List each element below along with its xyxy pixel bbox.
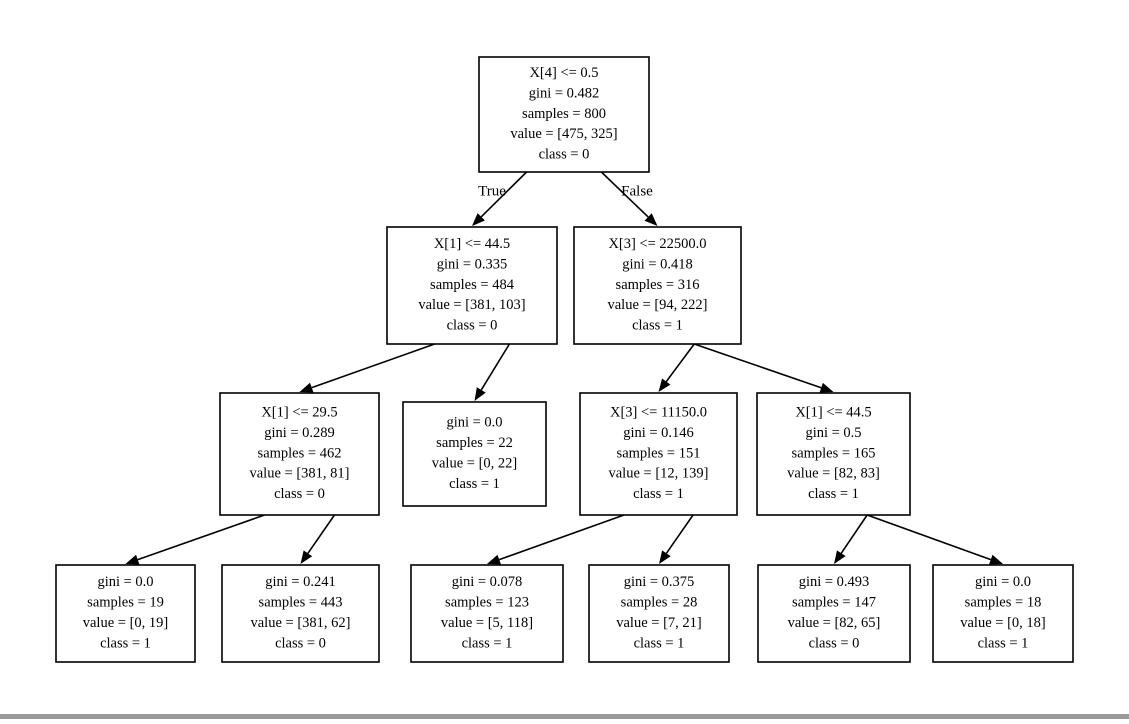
node-text-line: value = [7, 21]	[616, 615, 702, 631]
node-text-line: X[1] <= 29.5	[261, 405, 337, 421]
node-text-line: class = 0	[447, 318, 498, 334]
tree-edge-labels-layer: True False	[478, 183, 653, 199]
tree-edge	[300, 514, 336, 564]
node-text-line: value = [0, 19]	[83, 615, 169, 631]
node-text-line: gini = 0.078	[452, 574, 523, 590]
node-text-line: samples = 151	[617, 445, 701, 461]
node-text-line: value = [475, 325]	[510, 126, 617, 142]
node-text-line: samples = 123	[445, 595, 529, 611]
tree-edge	[658, 343, 695, 392]
node-text-line: gini = 0.146	[623, 425, 694, 441]
tree-edge	[693, 343, 834, 393]
node-text-line: samples = 18	[965, 595, 1042, 611]
node-text-line: samples = 462	[258, 445, 342, 461]
tree-nodes-layer: X[4] <= 0.5 gini = 0.482 samples = 800 valu…	[55, 56, 1074, 663]
tree-split-node[interactable]: X[1] <= 44.5 gini = 0.335 samples = 484 val…	[386, 226, 558, 345]
node-text-line: value = [12, 139]	[609, 466, 709, 482]
node-text-line: gini = 0.0	[975, 574, 1031, 590]
tree-leaf-node[interactable]: gini = 0.493 samples = 147 value = [82, 65…	[757, 564, 911, 663]
node-text-line: gini = 0.335	[437, 256, 508, 272]
node-text-line: value = [381, 62]	[251, 615, 351, 631]
tree-edge	[125, 514, 265, 565]
node-text-line: class = 1	[633, 486, 684, 502]
node-text-line: value = [0, 22]	[432, 456, 518, 472]
node-text-line: value = [94, 222]	[608, 297, 708, 313]
tree-edges-layer	[125, 171, 1003, 565]
edge-label-false: False	[621, 183, 653, 199]
node-text-line: class = 1	[100, 635, 151, 651]
node-text-line: samples = 800	[522, 106, 606, 122]
tree-split-node[interactable]: X[3] <= 11150.0 gini = 0.146 samples = 151…	[579, 392, 738, 516]
tree-split-node[interactable]: X[1] <= 44.5 gini = 0.5 samples = 165 value…	[756, 392, 911, 516]
node-text-line: gini = 0.482	[529, 85, 600, 101]
node-text-line: gini = 0.375	[624, 574, 695, 590]
tree-edge	[659, 514, 694, 564]
node-text-line: X[4] <= 0.5	[529, 65, 598, 81]
tree-split-node[interactable]: X[3] <= 22500.0 gini = 0.418 samples = 316…	[573, 226, 742, 345]
node-text-line: samples = 443	[259, 595, 343, 611]
tree-edge	[866, 514, 1003, 565]
node-text-line: class = 1	[462, 635, 513, 651]
node-text-line: class = 1	[632, 318, 683, 334]
node-text-line: samples = 484	[430, 277, 515, 293]
tree-edge	[834, 514, 868, 564]
tree-leaf-node[interactable]: gini = 0.0 samples = 18 value = [0, 18] cla…	[932, 564, 1074, 663]
node-text-line: samples = 165	[792, 445, 876, 461]
tree-leaf-node[interactable]: gini = 0.0 samples = 22 value = [0, 22] cla…	[402, 401, 547, 507]
node-text-line: X[3] <= 22500.0	[608, 236, 706, 252]
node-text-line: samples = 147	[792, 595, 876, 611]
node-text-line: class = 1	[808, 486, 859, 502]
tree-leaf-node[interactable]: gini = 0.0 samples = 19 value = [0, 19] cla…	[55, 564, 196, 663]
tree-leaf-node[interactable]: gini = 0.241 samples = 443 value = [381, 6…	[221, 564, 380, 663]
node-text-line: class = 1	[634, 635, 685, 651]
tree-split-node[interactable]: X[4] <= 0.5 gini = 0.482 samples = 800 valu…	[478, 56, 650, 173]
tree-edge	[299, 343, 435, 393]
node-text-line: samples = 28	[621, 595, 698, 611]
node-text-line: gini = 0.418	[622, 256, 693, 272]
node-text-line: samples = 22	[436, 435, 513, 451]
tree-edge	[487, 514, 625, 565]
node-text-line: class = 0	[539, 147, 590, 163]
tree-leaf-node[interactable]: gini = 0.375 samples = 28 value = [7, 21] c…	[588, 564, 730, 663]
footer-rule	[0, 714, 1129, 719]
node-text-line: gini = 0.0	[446, 415, 502, 431]
node-text-line: X[3] <= 11150.0	[610, 405, 707, 421]
node-text-line: gini = 0.289	[264, 425, 335, 441]
node-text-line: value = [381, 103]	[418, 297, 525, 313]
node-text-line: class = 0	[274, 486, 325, 502]
node-text-line: value = [381, 81]	[250, 466, 350, 482]
node-text-line: class = 1	[978, 635, 1029, 651]
node-text-line: gini = 0.0	[97, 574, 153, 590]
node-text-line: value = [82, 65]	[788, 615, 881, 631]
node-text-line: class = 0	[809, 635, 860, 651]
tree-split-node[interactable]: X[1] <= 29.5 gini = 0.289 samples = 462 val…	[219, 392, 380, 516]
edge-label-true: True	[478, 183, 506, 199]
node-text-line: class = 0	[275, 635, 326, 651]
node-text-line: gini = 0.241	[265, 574, 336, 590]
tree-edge	[472, 171, 528, 226]
node-text-line: value = [5, 118]	[441, 615, 533, 631]
node-text-line: samples = 19	[87, 595, 164, 611]
node-text-line: X[1] <= 44.5	[434, 236, 510, 252]
tree-edge	[600, 171, 658, 226]
node-text-line: value = [0, 18]	[960, 615, 1046, 631]
node-text-line: value = [82, 83]	[787, 466, 880, 482]
tree-leaf-node[interactable]: gini = 0.078 samples = 123 value = [5, 118…	[410, 564, 564, 663]
node-text-line: X[1] <= 44.5	[795, 405, 871, 421]
node-text-line: class = 1	[449, 476, 500, 492]
tree-edge	[474, 343, 511, 401]
node-text-line: gini = 0.493	[799, 574, 870, 590]
node-text-line: gini = 0.5	[805, 425, 861, 441]
node-text-line: samples = 316	[616, 277, 700, 293]
